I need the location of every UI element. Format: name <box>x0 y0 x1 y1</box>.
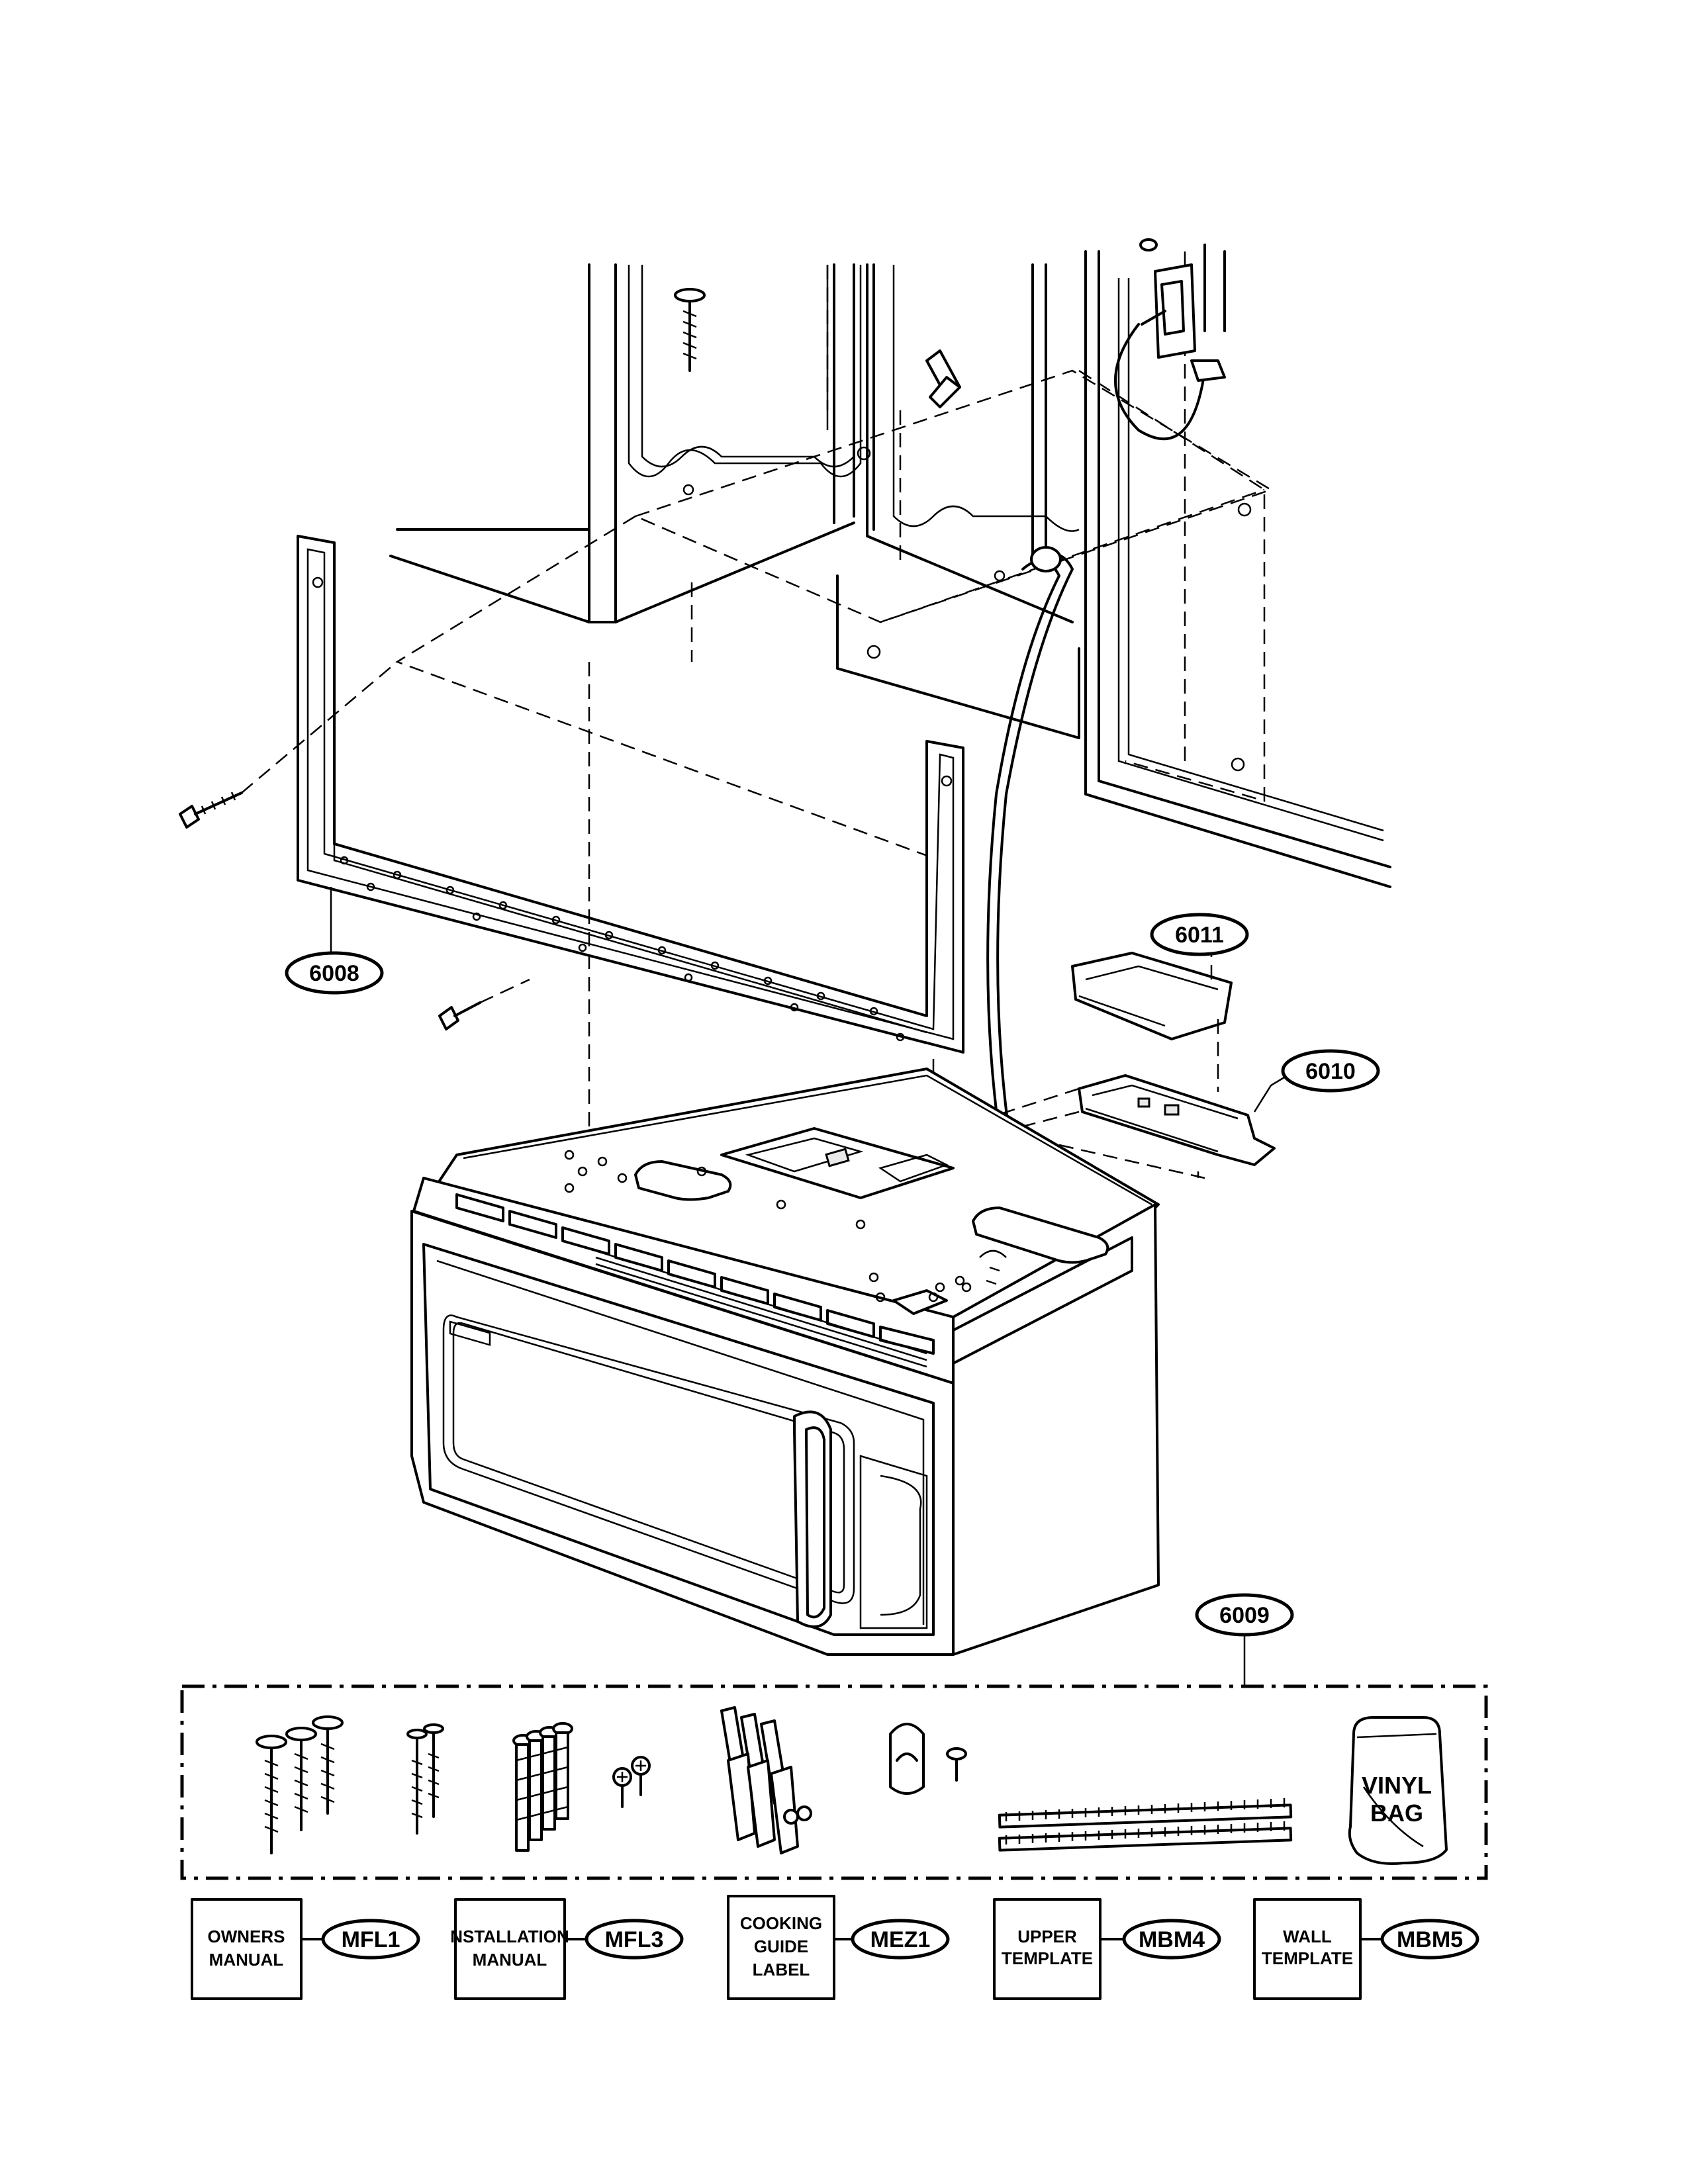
microwave-oven <box>410 1068 1160 1656</box>
callout-6009: 6009 <box>1195 1593 1294 1637</box>
small-screws <box>612 1756 651 1808</box>
retainer-strips <box>998 1798 1293 1852</box>
callout-mfl1-label: MFL1 <box>342 1927 400 1952</box>
hardware-kit-box <box>180 1684 1488 1880</box>
plate-screw-bottom <box>438 1001 481 1030</box>
cooking-guide-line3: LABEL <box>753 1960 810 1979</box>
callout-6011: 6011 <box>1150 913 1249 956</box>
guide-line <box>241 661 398 794</box>
vinyl-bag: VINYL BAG <box>1348 1716 1448 1865</box>
callout-6010-label: 6010 <box>1305 1059 1356 1084</box>
toggle-bolt <box>925 349 961 408</box>
mounting-plate <box>297 535 964 1054</box>
installation-manual-line1: NSTALLATION <box>450 1927 569 1946</box>
upper-template-line2: TEMPLATE <box>1002 1948 1093 1968</box>
top-screw <box>674 288 706 372</box>
upper-cabinets <box>389 244 1391 888</box>
part-6011-damper <box>1071 952 1233 1092</box>
owners-manual-line2: MANUAL <box>209 1950 284 1970</box>
callout-6009-label: 6009 <box>1219 1603 1270 1628</box>
callout-mbm5-label: MBM5 <box>1397 1927 1463 1952</box>
cord-clamp <box>889 1723 925 1795</box>
guide-line <box>479 978 530 1004</box>
callout-6010: 6010 <box>1281 1049 1380 1093</box>
upper-template-box: UPPER TEMPLATE MBM4 <box>993 1898 1221 2000</box>
callout-6011-label: 6011 <box>1175 923 1224 948</box>
long-screws <box>406 1723 444 1835</box>
callout-mfl3-label: MFL3 <box>605 1927 664 1952</box>
owners-manual-box: OWNERS MANUAL MFL1 <box>191 1898 420 2000</box>
wall-template-line1: WALL <box>1283 1927 1332 1946</box>
plate-screw-left <box>179 792 243 829</box>
callout-6008: 6008 <box>285 951 384 995</box>
cooking-guide-line1: COOKING <box>740 1913 822 1933</box>
upper-template-line1: UPPER <box>1017 1927 1077 1946</box>
machine-bolts <box>512 1722 573 1852</box>
part-6010-bracket <box>1078 1074 1276 1166</box>
leader-6010 <box>1253 1074 1288 1113</box>
vinyl-bag-line1: VINYL <box>1362 1772 1432 1799</box>
installation-manual-box: NSTALLATION MANUAL MFL3 <box>450 1898 684 2000</box>
callout-mez1-label: MEZ1 <box>870 1927 931 1952</box>
owners-manual-line1: OWNERS <box>208 1927 285 1946</box>
clamp-screw <box>946 1747 967 1782</box>
cooking-guide-line2: GUIDE <box>754 1936 808 1956</box>
wall-template-line2: TEMPLATE <box>1262 1948 1353 1968</box>
vinyl-bag-line2: BAG <box>1370 1799 1423 1827</box>
wall-template-box: WALL TEMPLATE MBM5 <box>1253 1898 1479 2000</box>
callout-6008-label: 6008 <box>309 961 359 986</box>
guide-line <box>1058 1144 1205 1179</box>
callout-mbm4-label: MBM4 <box>1139 1927 1205 1952</box>
cooking-guide-label-box: COOKING GUIDE LABEL MEZ1 <box>727 1895 950 2000</box>
wood-screws <box>256 1715 344 1854</box>
toggle-bolts <box>720 1706 812 1854</box>
installation-manual-line2: MANUAL <box>473 1950 547 1970</box>
